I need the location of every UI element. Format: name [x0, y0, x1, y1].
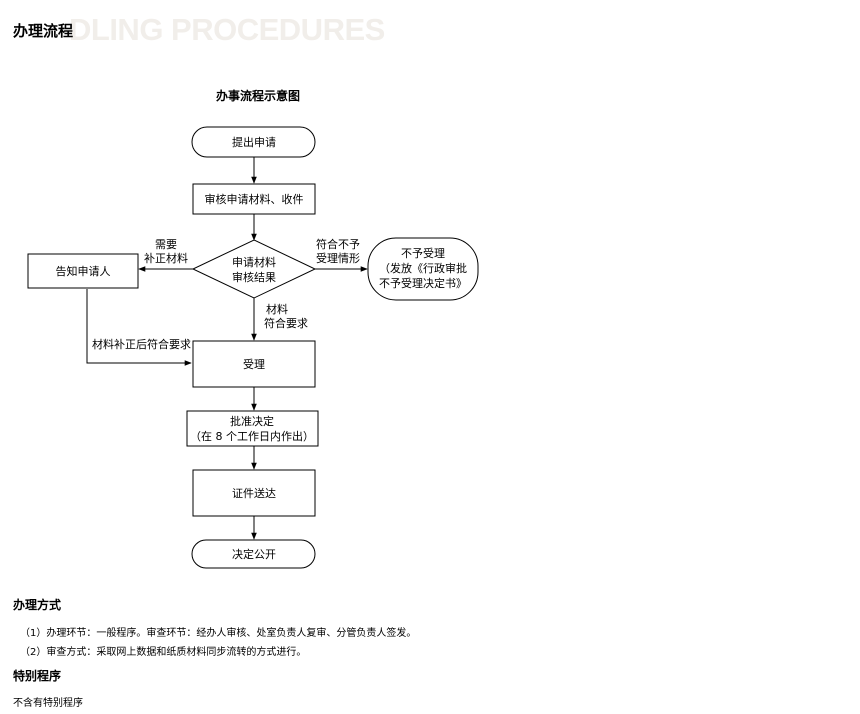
node-publish-label: 决定公开 — [232, 547, 276, 561]
section-header: DLING PROCEDURES 办理流程 — [13, 12, 433, 48]
node-start — [191, 126, 316, 158]
flow-connectors — [86, 157, 368, 540]
node-reject-label-3: 不予受理决定书》 — [379, 276, 467, 290]
node-deliver — [192, 469, 316, 517]
section-watermark: DLING PROCEDURES — [69, 12, 385, 47]
node-approve-label-1: 批准决定 — [230, 414, 274, 428]
edge-not-met-label-1: 符合不予 — [316, 237, 360, 251]
special-text: 不含有特别程序 — [13, 698, 83, 709]
node-decision-label-2: 审核结果 — [232, 270, 276, 284]
method-heading: 办理方式 — [13, 598, 62, 612]
page-title: 办理流程 — [13, 22, 74, 40]
node-deliver-label: 证件送达 — [232, 486, 276, 500]
node-approve-label-2: （在 8 个工作日内作出） — [190, 429, 314, 443]
method-item-2: （2）审查方式：采取网上数据和纸质材料同步流转的方式进行。 — [20, 647, 307, 658]
edge-fixed-label: 材料补正后符合要求 — [92, 337, 191, 351]
edge-need-fix-label-1: 需要 — [155, 238, 177, 251]
diagram-title: 办事流程示意图 — [216, 88, 300, 103]
arrow-notify-accept — [86, 289, 192, 366]
method-item-1: （1）办理环节：一般程序。审查环节：经办人审核、处室负责人复审、分管负责人签发。 — [20, 628, 417, 639]
node-decision — [191, 239, 317, 299]
flowchart: 办事流程示意图 提出申请 审核申请材料、收件 申请材料 审核结果 告知申请人 不… — [27, 88, 479, 569]
node-start-label: 提出申请 — [232, 135, 276, 149]
edge-ok-label-2: 符合要求 — [264, 316, 308, 330]
node-approve — [186, 410, 319, 447]
node-reject-label-2: （发放《行政审批 — [379, 261, 467, 275]
edge-need-fix-label-2: 补正材料 — [144, 251, 188, 265]
node-reject-label-1: 不予受理 — [401, 247, 445, 260]
node-accept — [192, 340, 316, 388]
node-decision-label-1: 申请材料 — [232, 255, 276, 269]
node-review-label: 审核申请材料、收件 — [205, 192, 304, 206]
node-accept-label: 受理 — [243, 358, 265, 371]
special-heading: 特别程序 — [13, 669, 62, 683]
node-notify — [27, 253, 139, 289]
node-notify-label: 告知申请人 — [56, 264, 111, 278]
edge-ok-label-1: 材料 — [266, 302, 288, 316]
edge-not-met-label-2: 受理情形 — [316, 252, 360, 265]
node-publish — [191, 539, 316, 569]
node-review — [192, 183, 316, 215]
node-reject — [367, 237, 479, 301]
